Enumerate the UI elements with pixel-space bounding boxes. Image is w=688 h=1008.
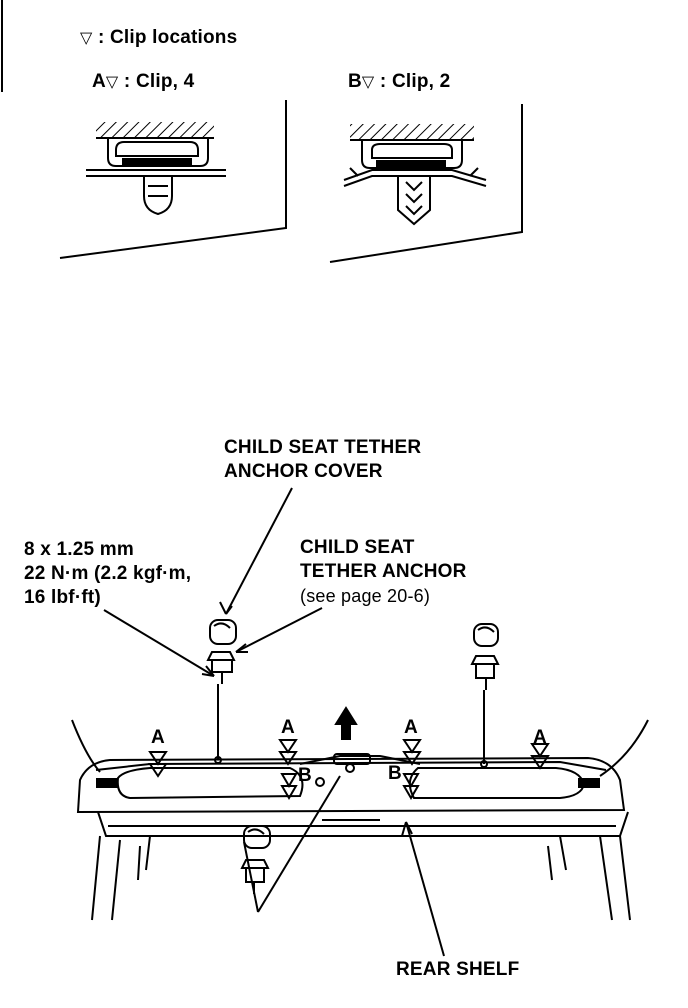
legend-clip-a-row: A▽ : Clip, 4 [92,70,194,95]
legend-separator: : [379,71,387,92]
legend-clip-b: Clip, 2 [391,71,451,92]
cover-label-line2: ANCHOR COVER [224,461,383,482]
anchor-label-line1: CHILD SEAT [300,537,415,558]
clip-a-detail [59,100,287,259]
legend-clip-a: Clip, 4 [135,71,195,92]
left-tether-anchor [206,619,237,760]
anchor-label-line2: TETHER ANCHOR [300,561,467,582]
bolt-spec-line2: 22 N·m (2.2 kgf·m, [24,563,192,584]
rear-shelf-label: REAR SHELF [396,959,520,980]
legend-letter-b: B [348,71,362,92]
marker-a-2: A [281,717,295,738]
marker-b-1: B [298,765,312,786]
legend-letter-a: A [92,71,106,92]
arrow-up-icon-shaft [341,722,351,740]
bolt-spec-line1: 8 x 1.25 mm [24,539,134,560]
anchor-label-line3: (see page 20-6) [300,586,431,606]
triangle-down-icon: ▽ [105,74,119,91]
right-tether-anchor [470,623,500,764]
marker-a-1: A [151,727,165,748]
legend-clip-locations: Clip locations [110,27,238,48]
cover-label-line1: CHILD SEAT TETHER [224,437,422,458]
bolt-spec-line3: 16 lbf·ft) [24,587,101,608]
marker-b-2: B [388,763,402,784]
clip-marker-triangles [148,739,550,800]
triangle-down-icon: ▽ [361,74,375,91]
marker-a-3: A [404,717,418,738]
rear-shelf-drawing [71,719,649,921]
leader-lines [103,487,445,957]
triangle-down-icon: ▽ [80,30,93,47]
legend-clip-locations-row: ▽ : Clip locations [80,26,237,51]
marker-a-4: A [533,727,547,748]
legend-separator: : [123,71,131,92]
legend-separator: : [98,27,105,48]
clip-b-detail [329,104,523,263]
legend-clip-b-row: B▽ : Clip, 2 [348,70,450,95]
